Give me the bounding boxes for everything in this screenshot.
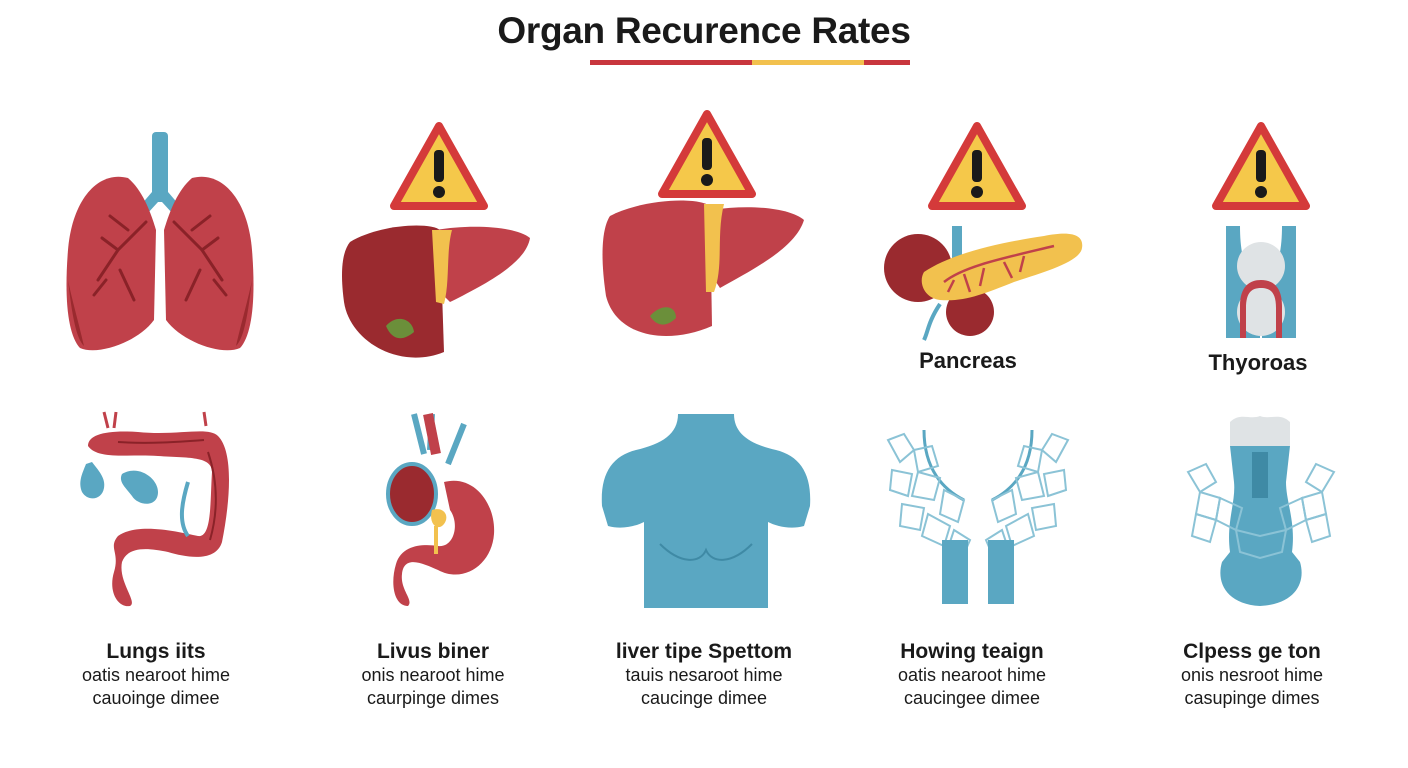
pancreas-icon <box>884 222 1088 342</box>
caption-line: caurpinge dimes <box>366 688 500 708</box>
warning-icon <box>1210 120 1312 212</box>
caption-line: caucinge dimee <box>640 688 768 708</box>
lung-tissue-icon <box>884 429 1072 604</box>
warning-icon <box>926 120 1028 212</box>
throat-icon <box>1226 226 1296 340</box>
airway-icon <box>1186 412 1336 608</box>
caption-stomach: Livus biner onis nearoot hime caurpinge … <box>303 640 563 710</box>
caption-breast: liver tipe Spettom tauis nesaroot hime c… <box>574 640 834 710</box>
caption-line: onis nesroot hime <box>1180 665 1324 685</box>
caption-heading: liver tipe Spettom <box>615 640 793 663</box>
page-title: Organ Recurence Rates <box>497 10 911 51</box>
caption-heading: Clpess ge ton <box>1183 640 1321 663</box>
title-underline <box>590 60 910 65</box>
caption-heading: Livus biner <box>376 640 490 663</box>
stomach-icon <box>384 413 500 608</box>
liver-icon <box>600 196 806 346</box>
colon-icon <box>78 411 238 608</box>
caption-heading: Lungs iits <box>106 640 206 663</box>
torso-icon <box>600 414 812 608</box>
lungs-icon <box>58 130 262 355</box>
caption-line: oatis nearoot hime <box>897 665 1047 685</box>
organ-label-pancreas: Pancreas <box>919 348 1017 373</box>
caption-line: oatis nearoot hime <box>81 665 231 685</box>
caption-line: cauoinge dimee <box>92 688 220 708</box>
caption-airway: Clpess ge ton onis nesroot hime casuping… <box>1122 640 1382 710</box>
organ-label-thyroid: Thyoroas <box>1208 350 1308 375</box>
caption-lung-tissue: Howing teaign oatis nearoot hime caucing… <box>842 640 1102 710</box>
caption-colon: Lungs iits oatis nearoot hime cauoinge d… <box>26 640 286 710</box>
caption-heading: Howing teaign <box>900 640 1044 663</box>
liver-icon <box>340 222 532 362</box>
warning-icon <box>656 108 758 200</box>
caption-line: onis nearoot hime <box>361 665 505 685</box>
caption-line: caucingee dimee <box>903 688 1041 708</box>
warning-icon <box>388 120 490 212</box>
caption-line: tauis nesaroot hime <box>625 665 783 685</box>
caption-line: casupinge dimes <box>1184 688 1320 708</box>
